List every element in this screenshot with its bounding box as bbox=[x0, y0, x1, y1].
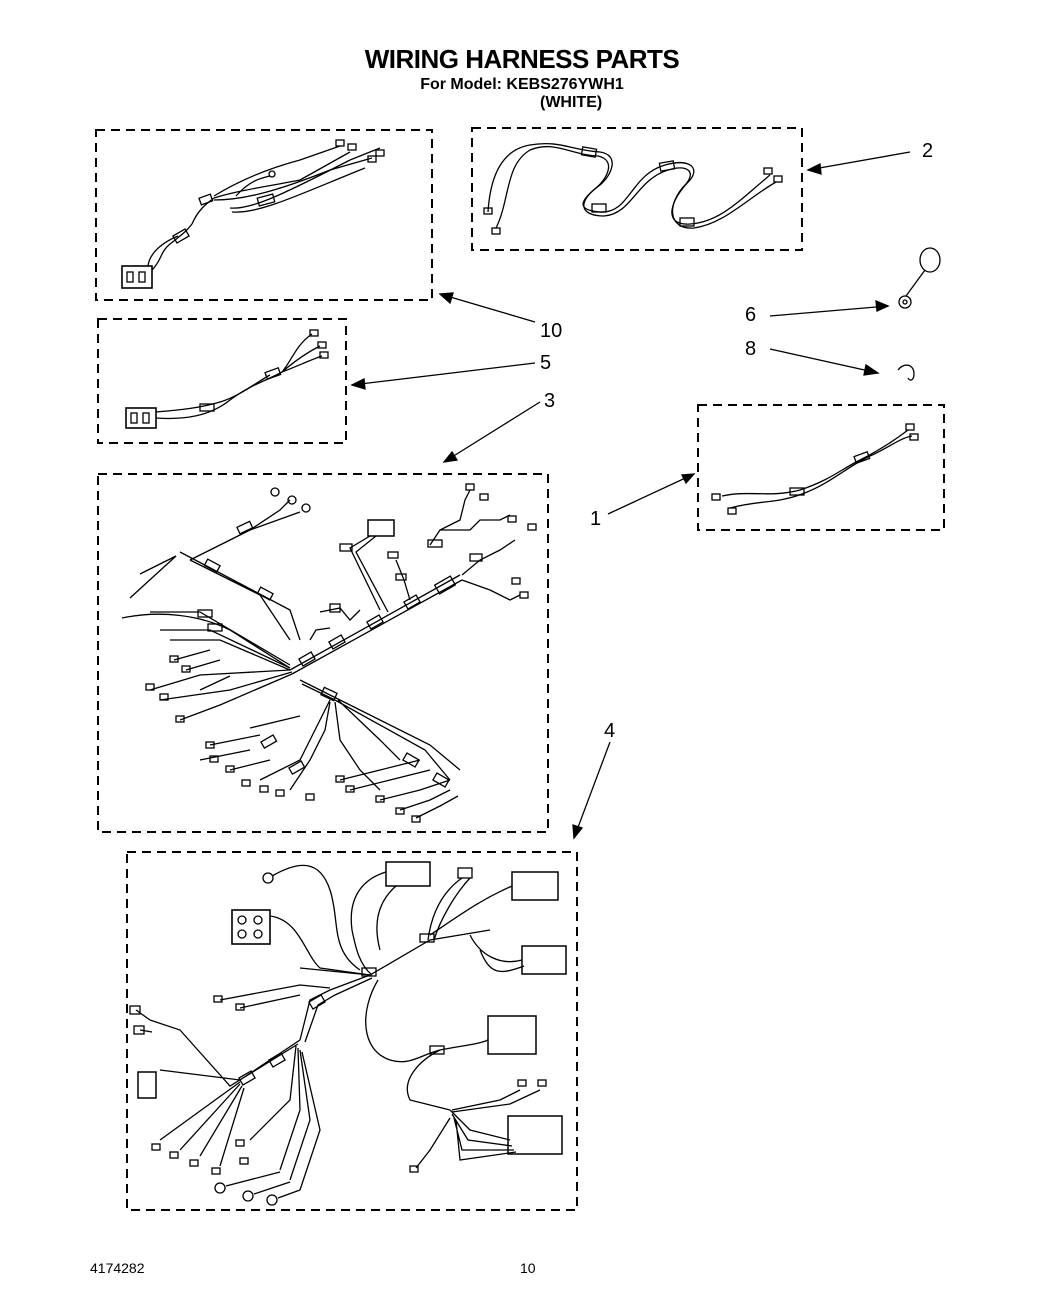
callout-2: 2 bbox=[922, 140, 934, 162]
callout-3: 3 bbox=[544, 390, 556, 412]
part-6-ring bbox=[898, 247, 941, 309]
part-box-1 bbox=[697, 404, 945, 531]
harness-part-2 bbox=[483, 142, 783, 235]
part-box-3 bbox=[97, 473, 549, 833]
callout-6: 6 bbox=[745, 304, 757, 326]
callout-5: 5 bbox=[540, 352, 552, 374]
callout-10: 10 bbox=[540, 320, 563, 342]
color-line: (WHITE) bbox=[540, 94, 603, 111]
model-line: For Model: KEBS276YWH1 bbox=[420, 76, 624, 93]
leader-arrows bbox=[350, 151, 911, 840]
callout-1: 1 bbox=[590, 508, 602, 530]
part-box-2 bbox=[471, 127, 803, 251]
page-number: 10 bbox=[520, 1260, 536, 1276]
doc-number: 4174282 bbox=[90, 1260, 145, 1276]
harness-part-10 bbox=[121, 139, 385, 289]
part-box-5 bbox=[97, 318, 347, 444]
part-box-10 bbox=[95, 129, 433, 301]
callout-8: 8 bbox=[745, 338, 757, 360]
part-box-4 bbox=[126, 851, 578, 1211]
callout-4: 4 bbox=[604, 720, 616, 742]
harness-part-4 bbox=[129, 861, 567, 1206]
page-title: WIRING HARNESS PARTS bbox=[364, 44, 680, 74]
harness-part-1 bbox=[711, 423, 919, 515]
harness-part-3 bbox=[121, 483, 537, 823]
part-8-clip bbox=[897, 364, 915, 381]
part-boxes bbox=[95, 127, 945, 1211]
harness-part-5 bbox=[125, 329, 329, 429]
